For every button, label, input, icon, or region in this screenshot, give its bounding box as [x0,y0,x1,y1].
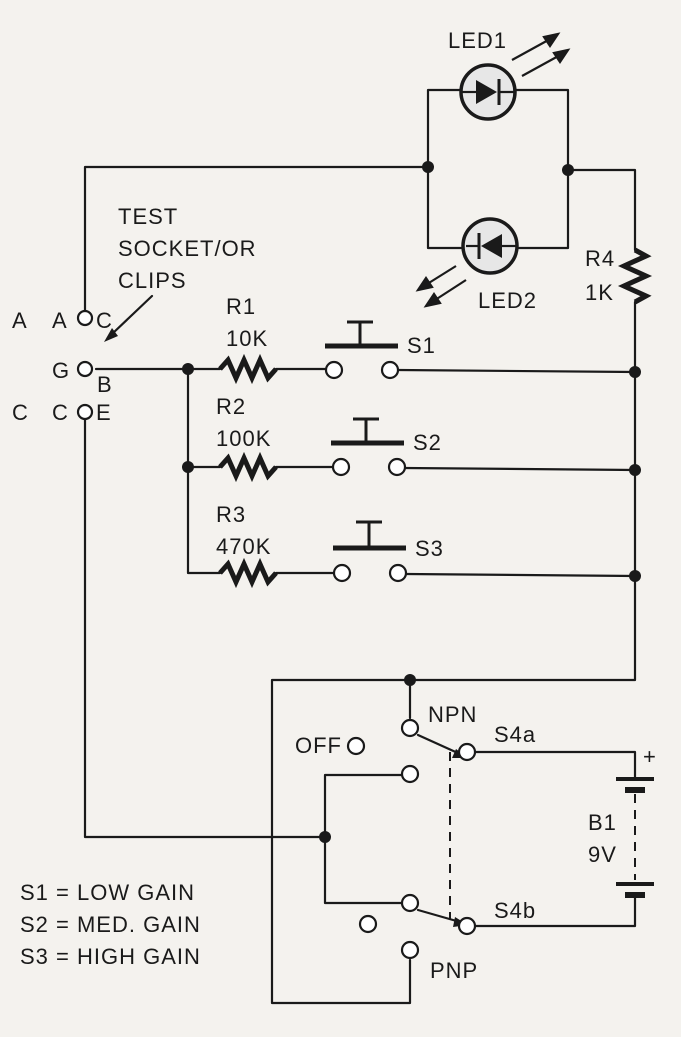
label-led2: LED2 [478,288,537,313]
label-pin-c-top: C [96,308,113,333]
label-test-socket-3: CLIPS [118,268,187,293]
switch-s3 [333,520,406,551]
wire-s3-bus [404,572,637,578]
terminal-s4a-lower [400,764,420,784]
wire-right-bus [408,300,637,682]
terminal-emitter-c [76,403,94,421]
label-pnp: PNP [430,958,478,983]
wire-s1-bus [396,368,637,374]
wire-s4-outer [270,678,412,1005]
label-r3: R3 [216,502,246,527]
wire-s4b-battery [472,894,637,928]
switch-s4a-arm [416,733,462,756]
label-s4a: S4a [494,722,536,747]
label-pin-a-outer: A [12,308,28,333]
terminal-s2-left [331,457,351,477]
label-r2: R2 [216,394,246,419]
label-test-socket-2: SOCKET/OR [118,236,257,261]
legend-line-3: S3 = HIGH GAIN [20,944,201,969]
label-r4: R4 [585,246,615,271]
junctions [182,161,641,843]
switch-s1 [325,320,398,349]
terminal-s4a-off [346,736,366,756]
terminal-s3-right [388,563,408,583]
label-r4-value: 1K [585,280,614,305]
label-test-socket-1: TEST [118,204,178,229]
switch-s4b-arm [416,908,462,924]
label-pin-e: E [96,400,112,425]
terminal-s4a-npn [400,718,420,738]
terminals [76,309,477,960]
terminal-collector-a [76,309,94,327]
led1 [459,63,517,121]
terminal-s2-right [387,457,407,477]
terminal-s4b-upper [400,893,420,913]
terminal-s4b-common [457,916,477,936]
terminal-s4b-pnp [400,940,420,960]
test-socket-arrow [104,294,154,342]
wire-led-to-r4 [566,168,637,252]
label-s4b: S4b [494,898,536,923]
resistor-r1 [218,353,278,385]
terminal-s3-left [332,563,352,583]
label-r1-value: 10K [226,326,268,351]
label-r1: R1 [226,294,256,319]
terminal-s1-left [324,360,344,380]
label-s3: S3 [415,536,444,561]
wire-s2-bus [402,466,637,472]
label-pin-g: G [52,358,70,383]
legend-line-2: S2 = MED. GAIN [20,912,201,937]
terminal-s4b-off [358,914,378,934]
label-pin-b: B [97,372,113,397]
terminal-s1-right [380,360,400,380]
led1-light-arrows [511,32,571,77]
label-b1: B1 [588,810,617,835]
label-pin-c-outer: C [12,400,29,425]
led2 [461,217,519,275]
wire-s4-left [323,773,412,905]
label-led1: LED1 [448,28,507,53]
wire-s4a-battery [472,750,637,780]
wire-anode [83,165,430,319]
label-r3-value: 470K [216,534,271,559]
label-npn: NPN [428,702,477,727]
label-battery-plus: + [643,744,657,769]
led2-light-arrows [415,265,467,308]
resistor-r2 [218,451,278,483]
label-pin-a-inner: A [52,308,68,333]
label-pin-c-inner: C [52,400,69,425]
label-s2: S2 [413,430,442,455]
label-off: OFF [295,733,342,758]
resistor-r3 [218,557,278,589]
terminal-s4a-common [457,742,477,762]
label-r2-value: 100K [216,426,271,451]
legend-line-1: S1 = LOW GAIN [20,880,195,905]
battery-b1 [616,777,654,898]
terminal-base-g [76,360,94,378]
resistor-r4 [617,247,653,305]
label-s1: S1 [407,333,436,358]
wire-emitter [83,418,327,839]
label-b1-value: 9V [588,842,617,867]
switch-s2 [331,417,404,446]
